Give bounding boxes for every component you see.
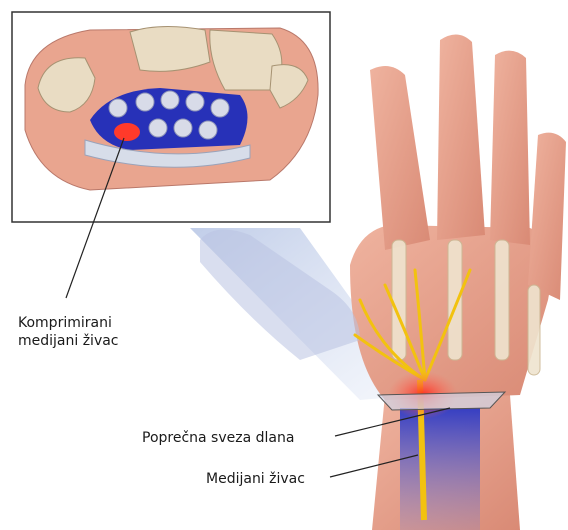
label-compressed-line-2: medijani živac — [18, 332, 119, 350]
transverse-ligament — [378, 392, 505, 410]
middle-finger — [437, 34, 485, 240]
little-finger — [528, 133, 566, 300]
inset-cross-section — [25, 26, 318, 190]
forearm-vessels — [400, 408, 480, 530]
label-compressed-median-nerve: Komprimirani medijani živac — [18, 314, 119, 350]
index-finger — [370, 66, 430, 250]
ring-finger — [490, 51, 530, 245]
compressed-nerve-spot — [114, 123, 140, 141]
label-compressed-line-1: Komprimirani — [18, 314, 119, 332]
label-transverse-ligament: Poprečna sveza dlana — [142, 429, 294, 447]
label-median-nerve: Medijani živac — [206, 470, 305, 488]
